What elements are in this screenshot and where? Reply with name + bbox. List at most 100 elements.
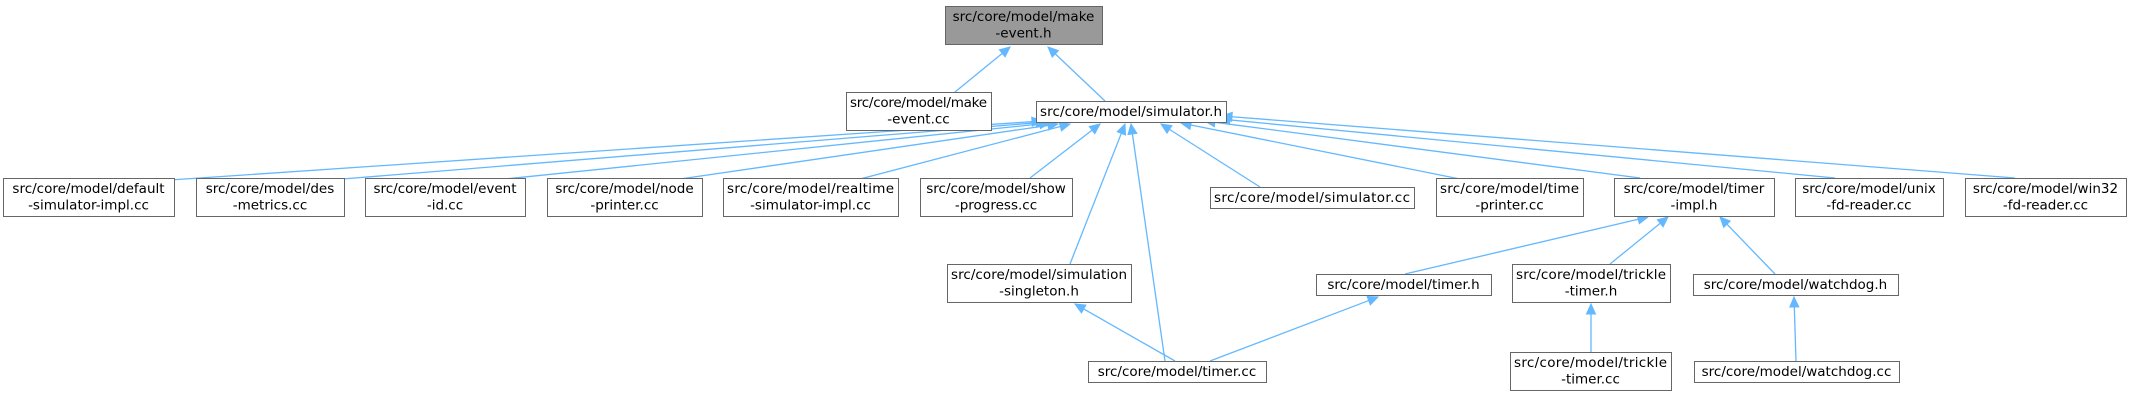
edge-trickle_timer_h-to-timer_impl_h — [1609, 216, 1669, 265]
node-label-line: -fd-reader.cc — [1826, 198, 1911, 214]
arrowhead — [1719, 216, 1732, 229]
node-label-line: src/core/model/trickle — [1516, 267, 1666, 283]
arrowhead — [1789, 295, 1800, 308]
node-make-event-cc[interactable]: src/core/model/make-event.cc — [846, 92, 992, 131]
node-box — [846, 92, 992, 131]
node-unix-fd-reader-cc[interactable]: src/core/model/unix-fd-reader.cc — [1795, 178, 1944, 217]
edge-line — [1231, 116, 2016, 179]
node-timer-h[interactable]: src/core/model/timer.h — [1316, 274, 1492, 296]
arrowhead — [1058, 121, 1072, 132]
node-label-line: src/core/model/simulator.h — [1040, 104, 1222, 120]
node-box — [1795, 178, 1944, 217]
node-make-event-h[interactable]: src/core/model/make-event.h — [945, 6, 1103, 45]
edges-layer — [169, 46, 2016, 362]
node-label-line: src/core/model/watchdog.h — [1704, 277, 1887, 293]
node-box — [1965, 178, 2127, 217]
node-win32-fd-reader-cc[interactable]: src/core/model/win32-fd-reader.cc — [1965, 178, 2127, 217]
arrowhead — [1088, 123, 1101, 135]
node-timer-cc[interactable]: src/core/model/timer.cc — [1088, 361, 1267, 383]
node-label-line: -id.cc — [427, 198, 463, 214]
node-box — [945, 6, 1103, 45]
edge-simulation_singleton_h-to-simulator_h — [1069, 122, 1127, 265]
arrowhead — [1127, 122, 1138, 136]
node-label-line: src/core/model/trickle — [1514, 355, 1667, 371]
node-realtime-sim-impl-cc[interactable]: src/core/model/realtime-simulator-impl.c… — [723, 178, 899, 217]
edge-line — [1131, 133, 1166, 362]
node-box — [920, 178, 1073, 217]
node-label-line: src/core/model/timer.h — [1327, 277, 1479, 293]
node-box — [196, 178, 345, 217]
node-label-line: -fd-reader.cc — [2003, 198, 2088, 214]
node-label-line: -simulator-impl.cc — [750, 198, 871, 214]
node-label-line: -metrics.cc — [233, 198, 308, 214]
node-label-line: -timer.h — [1565, 284, 1618, 300]
arrowhead — [1073, 303, 1087, 314]
node-label-line: src/core/model/event — [373, 181, 516, 197]
node-label-line: -simulator-impl.cc — [28, 198, 149, 214]
node-label-line: src/core/model/show — [926, 181, 1066, 197]
edge-realtime_sim_impl_cc-to-simulator_h — [859, 121, 1072, 180]
node-box — [365, 178, 526, 217]
node-label-line: src/core/model/des — [206, 181, 335, 197]
node-simulator-cc[interactable]: src/core/model/simulator.cc — [1210, 187, 1415, 209]
edge-line — [1054, 53, 1106, 102]
node-box — [1036, 101, 1227, 123]
arrowhead — [1366, 295, 1380, 306]
node-node-printer-cc[interactable]: src/core/model/node-printer.cc — [547, 178, 703, 217]
node-des-metrics-cc[interactable]: src/core/model/des-metrics.cc — [196, 178, 345, 217]
edge-unix_fd_reader_cc-to-simulator_h — [1218, 114, 1836, 179]
arrowhead — [1159, 123, 1173, 135]
node-simulation-singleton-h[interactable]: src/core/model/simulation-singleton.h — [947, 264, 1132, 303]
edge-show_progress_cc-to-simulator_h — [1029, 123, 1101, 179]
node-box — [1693, 274, 1899, 296]
edge-line — [954, 52, 1003, 93]
node-box — [1088, 361, 1267, 383]
edge-line — [1404, 218, 1639, 275]
node-time-printer-cc[interactable]: src/core/model/time-printer.cc — [1436, 178, 1584, 217]
edge-timer_cc-to-simulation_singleton_h — [1073, 303, 1176, 362]
node-box — [1512, 264, 1671, 303]
node-trickle-timer-h[interactable]: src/core/model/trickle-timer.h — [1512, 264, 1671, 303]
node-event-id-cc[interactable]: src/core/model/event-id.cc — [365, 178, 526, 217]
node-simulator-h[interactable]: src/core/model/simulator.h — [1036, 101, 1227, 123]
edge-win32_fd_reader_cc-to-simulator_h — [1220, 111, 2016, 179]
node-box — [723, 178, 899, 217]
node-label-line: src/core/model/simulator.cc — [1214, 190, 1410, 206]
node-watchdog-cc[interactable]: src/core/model/watchdog.cc — [1694, 361, 1900, 383]
arrowhead — [1585, 302, 1597, 315]
edge-timer_impl_h-to-simulator_h — [1203, 117, 1641, 179]
node-label-line: src/core/model/realtime — [727, 181, 894, 197]
node-label-line: src/core/model/make — [850, 95, 987, 111]
nodes-layer: src/core/model/make-event.hsrc/core/mode… — [3, 6, 2127, 391]
edge-simulator_cc-to-simulator_h — [1159, 123, 1261, 188]
node-box — [1694, 361, 1900, 383]
node-timer-impl-h[interactable]: src/core/model/timer-impl.h — [1614, 178, 1775, 217]
node-label-line: src/core/model/timer.cc — [1098, 364, 1257, 380]
node-label-line: src/core/model/make — [953, 9, 1095, 25]
node-box — [947, 264, 1132, 303]
node-box — [3, 178, 175, 217]
node-show-progress-cc[interactable]: src/core/model/show-progress.cc — [920, 178, 1073, 217]
node-label-line: -impl.h — [1671, 198, 1718, 214]
edge-line — [1726, 223, 1776, 275]
edge-line — [169, 121, 1033, 181]
node-label-line: src/core/model/default — [12, 181, 164, 197]
edge-line — [1209, 299, 1369, 362]
edge-line — [1190, 124, 1461, 180]
edge-make_event_cc-to-make_event_h — [954, 46, 1011, 93]
edge-line — [1069, 133, 1122, 265]
edge-timer_cc-to-timer_h — [1209, 295, 1380, 362]
edge-line — [329, 122, 1037, 181]
node-box — [1614, 178, 1775, 217]
edge-line — [859, 125, 1061, 180]
node-default-sim-impl-cc[interactable]: src/core/model/default-simulator-impl.cc — [3, 178, 175, 217]
node-label-line: src/core/model/watchdog.cc — [1702, 364, 1892, 380]
node-label-line: src/core/model/simulation — [951, 267, 1127, 283]
edge-time_printer_cc-to-simulator_h — [1179, 119, 1461, 180]
node-label-line: src/core/model/time — [1440, 181, 1579, 197]
node-watchdog-h[interactable]: src/core/model/watchdog.h — [1693, 274, 1899, 296]
node-trickle-timer-cc[interactable]: src/core/model/trickle-timer.cc — [1510, 352, 1672, 391]
arrowhead — [998, 46, 1011, 58]
node-label-line: -printer.cc — [1475, 198, 1543, 214]
